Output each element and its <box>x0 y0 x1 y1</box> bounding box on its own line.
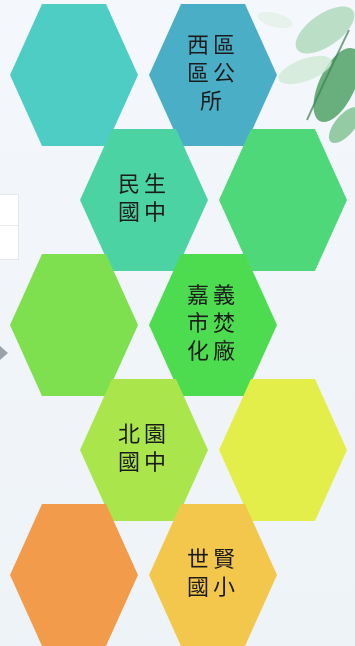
left-side-panel <box>0 194 19 260</box>
play-arrow-icon[interactable] <box>0 346 8 360</box>
hex-tile-lime[interactable] <box>10 254 138 396</box>
hex-tile-chiayi-incinerator[interactable]: 嘉義市焚化廠 <box>149 254 277 396</box>
leaf-decoration-icon <box>257 6 355 144</box>
tile-label: 嘉義市焚化廠 <box>186 284 239 365</box>
hex-tile-teal[interactable] <box>10 4 138 146</box>
tile-label: 北園國中 <box>117 423 170 476</box>
hex-tile-shixian-elementary[interactable]: 世賢國小 <box>149 504 277 646</box>
hex-tile-minsheng-junior-high[interactable]: 民生國中 <box>80 129 208 271</box>
tile-label: 民生國中 <box>117 173 170 226</box>
hex-tile-orange[interactable] <box>10 504 138 646</box>
hex-tile-beiyuan-junior-high[interactable]: 北園國中 <box>80 379 208 521</box>
tile-label: 世賢國小 <box>186 548 239 601</box>
tile-label: 西區區公所 <box>186 34 239 115</box>
left-panel-divider <box>0 225 18 226</box>
hex-tile-green[interactable] <box>219 129 347 271</box>
hex-tile-yellow[interactable] <box>219 379 347 521</box>
